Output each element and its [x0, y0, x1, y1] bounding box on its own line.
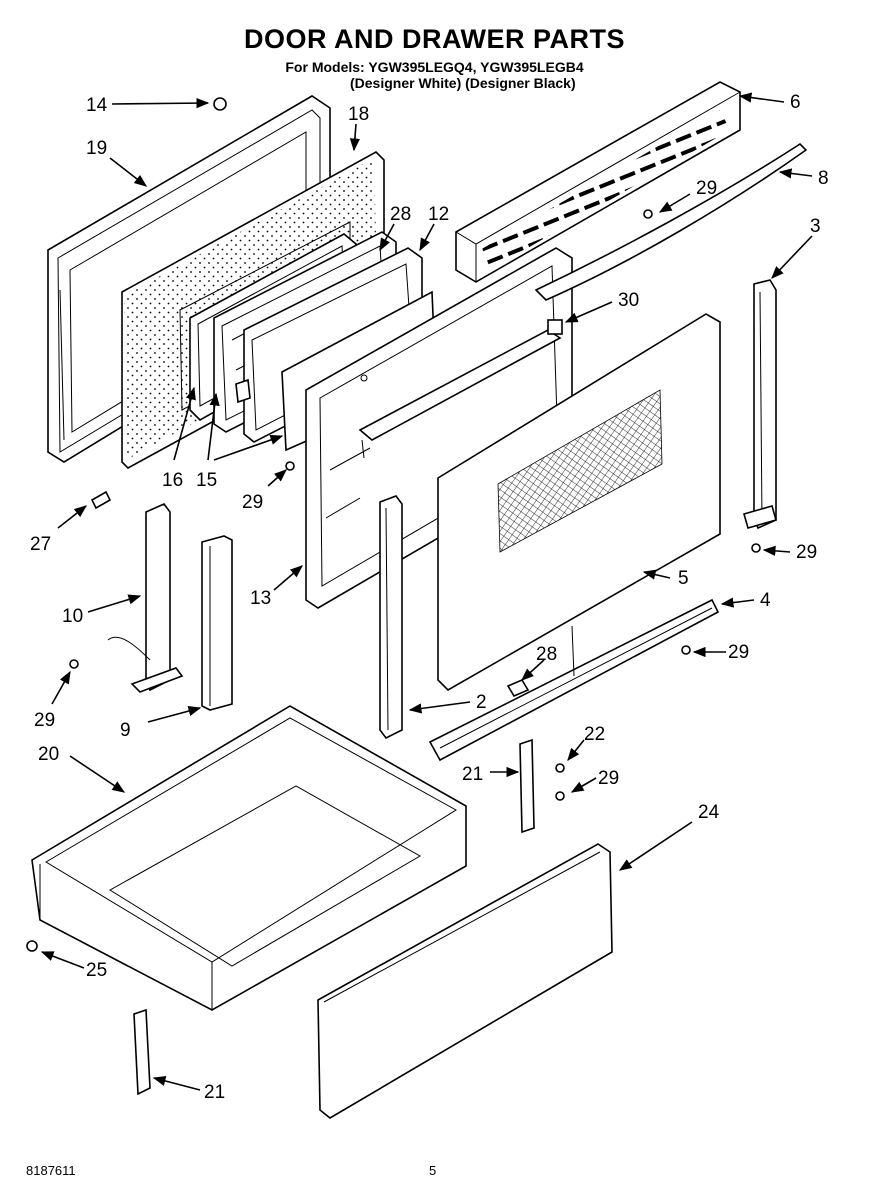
right-side-trim-part [743, 279, 777, 530]
callout-21b: 21 [204, 1082, 225, 1103]
drawer-slide-bracket-part [133, 738, 535, 1096]
callout-21a: 21 [462, 764, 483, 785]
outer-door-glass-part [437, 313, 721, 691]
callout-labels: 14 19 18 28 12 6 8 29 3 30 16 15 29 27 1… [30, 92, 829, 1103]
callout-18: 18 [348, 104, 369, 125]
callout-29b: 29 [242, 492, 263, 513]
callout-3: 3 [810, 216, 821, 237]
callout-15: 15 [196, 470, 217, 491]
door-handle-part [534, 142, 808, 301]
callout-4: 4 [760, 590, 771, 611]
document-number: 8187611 [26, 1163, 76, 1178]
callout-30: 30 [618, 290, 639, 311]
callout-6: 6 [790, 92, 801, 113]
callout-29f: 29 [598, 768, 619, 789]
callout-29e: 29 [728, 642, 749, 663]
callout-22: 22 [584, 724, 605, 745]
variants-line: (Designer White) (Designer Black) [350, 75, 576, 91]
door-bracket-part [358, 319, 563, 459]
callout-24: 24 [698, 802, 720, 823]
callout-12: 12 [428, 204, 449, 225]
callout-10: 10 [62, 606, 83, 627]
left-door-trim-part [379, 495, 403, 740]
callout-14: 14 [86, 95, 108, 116]
callout-5: 5 [678, 568, 689, 589]
callout-29c: 29 [34, 710, 55, 731]
callout-29d: 29 [796, 542, 817, 563]
models-line: For Models: YGW395LEGQ4, YGW395LEGB4 [285, 59, 584, 75]
callout-28b: 28 [536, 644, 557, 665]
callout-20: 20 [38, 744, 59, 765]
callout-16: 16 [162, 470, 183, 491]
drawer-front-part [317, 843, 613, 1119]
callout-8: 8 [818, 168, 829, 189]
page-number: 5 [429, 1163, 437, 1178]
callout-28a: 28 [390, 204, 411, 225]
callout-13: 13 [250, 588, 271, 609]
callout-9: 9 [120, 720, 131, 741]
door-bottom-trim-part [428, 598, 720, 762]
filler-strip-part [201, 535, 233, 711]
leader-arrows [40, 92, 813, 1091]
callout-29a: 29 [696, 178, 717, 199]
hardware-parts [26, 97, 761, 952]
drawer-body-part [31, 705, 467, 1011]
callout-2: 2 [476, 692, 487, 713]
callout-25: 25 [86, 960, 107, 981]
left-side-bracket-part [107, 503, 184, 693]
callout-27: 27 [30, 534, 51, 555]
callout-19: 19 [86, 138, 107, 159]
control-panel-trim-part [455, 81, 741, 283]
page-title: DOOR AND DRAWER PARTS [244, 24, 625, 54]
